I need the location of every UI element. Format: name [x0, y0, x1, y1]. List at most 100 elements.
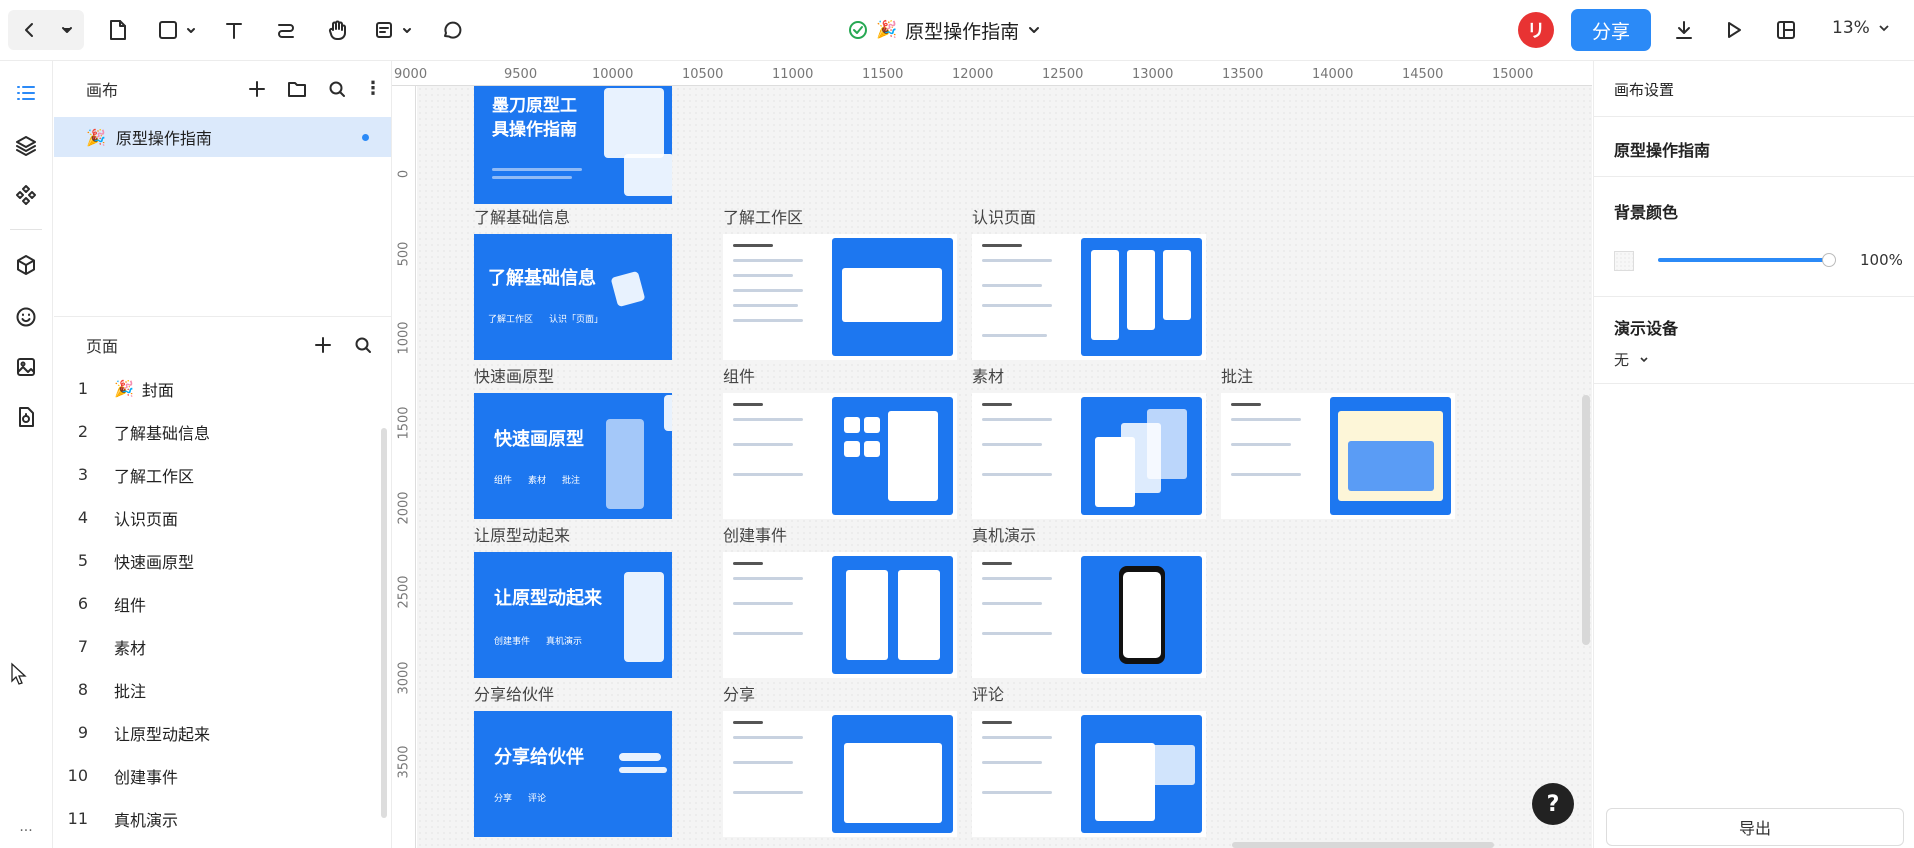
cover-frame[interactable]: 墨刀原型工具操作指南: [474, 86, 672, 204]
text-line: [982, 736, 1052, 739]
section-label: 分享: [723, 685, 756, 704]
panel-divider: [54, 316, 391, 317]
slide-frame[interactable]: 了解基础信息 了解工作区认识「页面」: [474, 234, 672, 360]
ruler-tick: 1000: [396, 321, 412, 355]
back-group: [8, 10, 84, 50]
dropdown-icon[interactable]: [54, 14, 80, 46]
text-line: [733, 259, 803, 262]
more-icon[interactable]: ···: [19, 823, 33, 839]
canvas-more-icon[interactable]: ⋮: [364, 78, 382, 99]
ruler-tick: 13500: [1222, 67, 1264, 82]
download-icon[interactable]: [1670, 16, 1698, 44]
slide-frame[interactable]: [723, 711, 957, 837]
note-icon[interactable]: [370, 16, 398, 44]
device-select[interactable]: 无: [1614, 349, 1649, 370]
slider-knob[interactable]: [1822, 253, 1836, 267]
design-canvas[interactable]: 墨刀原型工具操作指南 了解基础信息 了解工作区 认识页面 了解基础信息 了解工作…: [417, 86, 1592, 848]
slide-frame[interactable]: [972, 234, 1206, 360]
frame-dropdown-icon[interactable]: [184, 24, 198, 38]
preview-mock: [864, 441, 880, 457]
help-button[interactable]: ?: [1532, 783, 1574, 825]
text-line: [982, 259, 1052, 262]
slide-frame[interactable]: 让原型动起来 创建事件真机演示: [474, 552, 672, 678]
slide-frame[interactable]: [972, 552, 1206, 678]
components-icon[interactable]: [10, 179, 42, 211]
page-num: 1: [77, 379, 88, 398]
text-line: [733, 736, 803, 739]
preview-mock: [1091, 250, 1119, 340]
slide-frame[interactable]: 分享给伙伴 分享评论: [474, 711, 672, 837]
canvas-horizontal-scrollbar[interactable]: [1232, 842, 1494, 848]
comment-icon[interactable]: [438, 16, 466, 44]
page-label: 素材: [114, 638, 147, 658]
slide-sub: 真机演示: [546, 637, 583, 647]
slide-frame[interactable]: [723, 552, 957, 678]
bg-opacity-slider[interactable]: [1658, 258, 1828, 262]
text-line: [1231, 403, 1261, 406]
bg-color-swatch[interactable]: [1614, 251, 1634, 271]
hand-icon[interactable]: [324, 16, 352, 44]
add-page-icon[interactable]: [313, 335, 333, 355]
emoji-icon[interactable]: [10, 301, 42, 333]
avatar[interactable]: リ: [1518, 12, 1554, 48]
slide-frame[interactable]: 快速画原型 组件素材批注: [474, 393, 672, 519]
active-dot: [362, 134, 369, 141]
text-line: [1231, 473, 1301, 476]
canvas-vertical-scrollbar[interactable]: [1582, 395, 1590, 645]
layers-icon[interactable]: [10, 129, 42, 161]
text-line: [982, 473, 1052, 476]
image-icon[interactable]: [10, 351, 42, 383]
page-icon[interactable]: [104, 16, 132, 44]
document-title-group[interactable]: 🎉 原型操作指南: [848, 16, 1041, 44]
slide-title: 快速画原型: [494, 429, 584, 450]
share-button[interactable]: 分享: [1571, 9, 1651, 51]
text-icon[interactable]: [220, 16, 248, 44]
slide-frame[interactable]: [972, 711, 1206, 837]
page-item[interactable]: 1🎉封面: [54, 367, 391, 410]
note-dropdown-icon[interactable]: [400, 24, 414, 38]
back-icon[interactable]: [14, 14, 46, 46]
slide-subs: 了解工作区认识「页面」: [488, 312, 603, 325]
outline-icon[interactable]: [10, 77, 42, 109]
text-line: [733, 244, 773, 247]
frame-icon[interactable]: [154, 16, 182, 44]
search-pages-icon[interactable]: [353, 335, 373, 355]
zoom-control[interactable]: 13%: [1832, 18, 1890, 38]
slide-illustration: [664, 395, 672, 431]
play-icon[interactable]: [1720, 16, 1748, 44]
device-value: 无: [1614, 351, 1630, 369]
layout-icon[interactable]: [1772, 16, 1800, 44]
plugin-icon[interactable]: [10, 401, 42, 433]
preview-mock: [1147, 409, 1187, 479]
add-canvas-icon[interactable]: [247, 79, 267, 99]
connector-icon[interactable]: [272, 16, 300, 44]
page-list-scrollbar[interactable]: [381, 428, 387, 818]
slide-frame[interactable]: [723, 393, 957, 519]
slide-frame[interactable]: [723, 234, 957, 360]
export-button[interactable]: 导出: [1606, 808, 1904, 846]
preview-mock: [1127, 250, 1155, 330]
folder-icon[interactable]: [287, 79, 307, 99]
slide-frame[interactable]: [972, 393, 1206, 519]
preview-box: [832, 715, 953, 833]
slide-frame[interactable]: [1221, 393, 1455, 519]
canvas-item-active[interactable]: 🎉 原型操作指南: [54, 117, 391, 157]
slide-illustration: [610, 270, 646, 308]
box-icon[interactable]: [10, 249, 42, 281]
ruler-tick: 9500: [504, 67, 538, 82]
left-rail: ···: [0, 61, 53, 848]
search-icon[interactable]: [327, 79, 347, 99]
section-label: 了解工作区: [723, 208, 804, 227]
ruler-tick: 11500: [862, 67, 904, 82]
